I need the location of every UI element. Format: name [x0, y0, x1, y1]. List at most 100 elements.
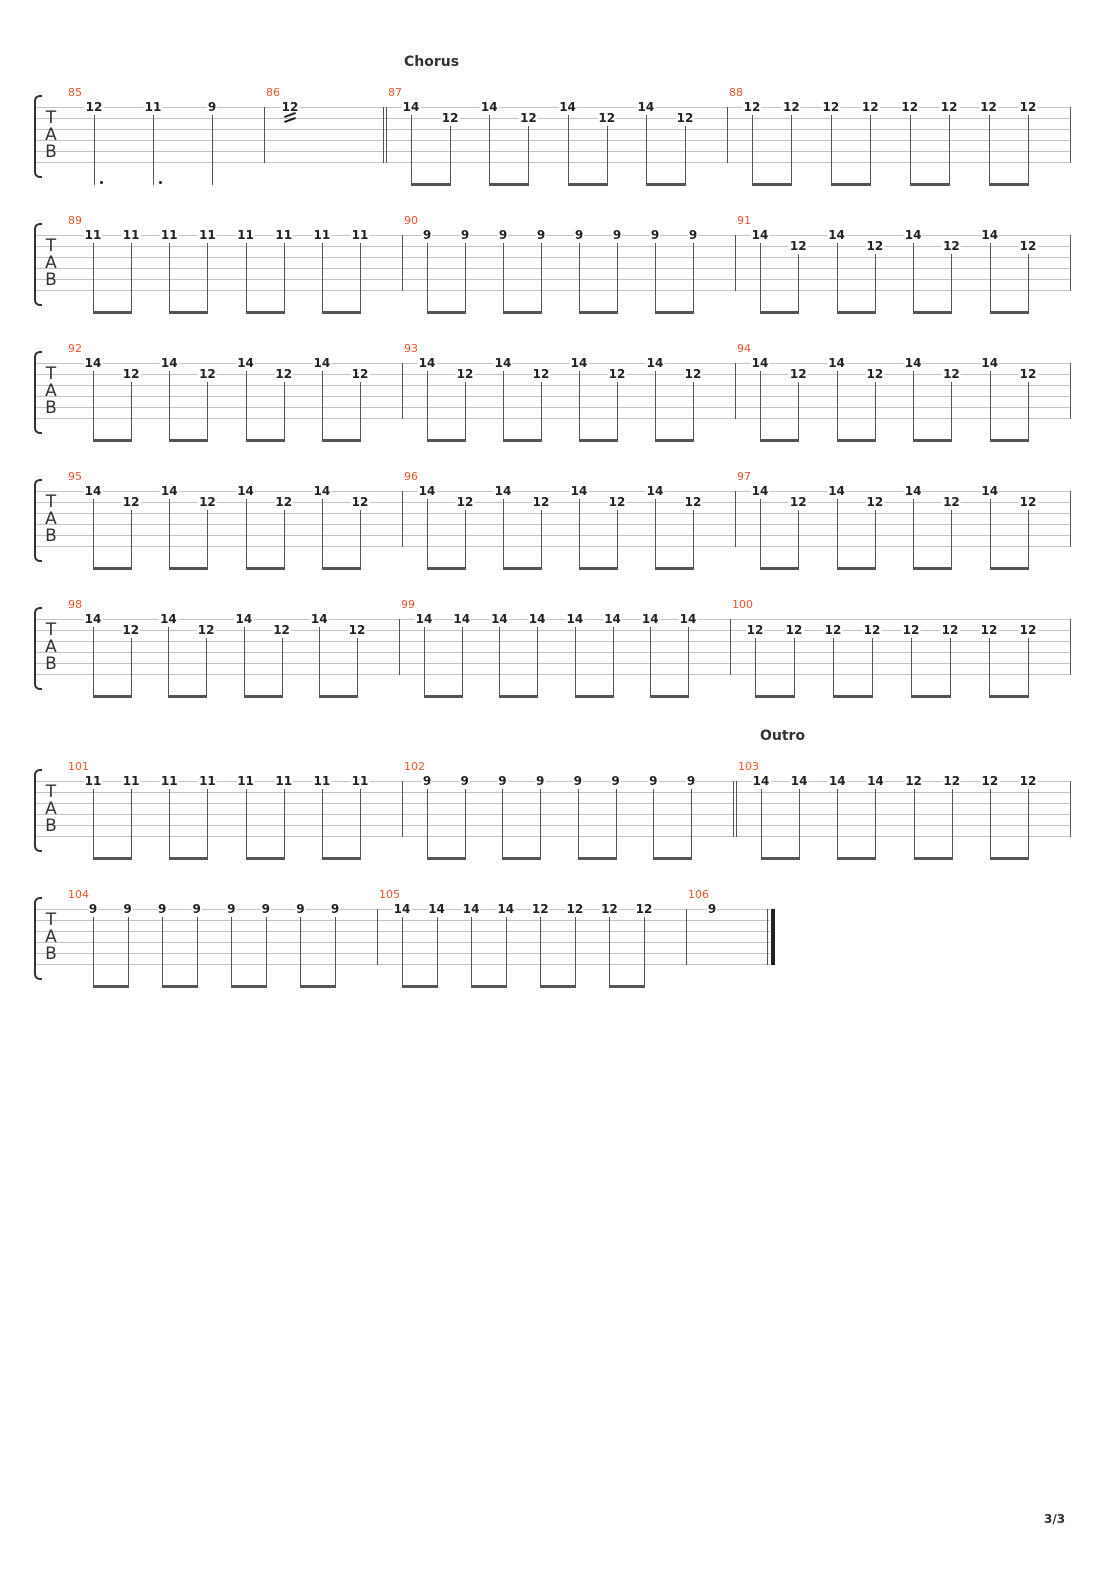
note-beam	[913, 567, 952, 570]
fret-number: 11	[312, 228, 332, 242]
fret-number: 9	[191, 902, 202, 916]
note-stem	[752, 115, 753, 185]
fret-number: 9	[610, 774, 621, 788]
measure-number: 86	[266, 86, 280, 99]
note-stem	[990, 789, 991, 859]
barline-end	[1070, 491, 1071, 547]
fret-number: 12	[519, 111, 538, 125]
system-bracket	[34, 95, 42, 178]
fret-number: 9	[226, 902, 237, 916]
note-beam	[913, 311, 952, 314]
note-stem	[322, 371, 323, 441]
staff-line	[36, 279, 1070, 280]
note-stem	[282, 638, 283, 697]
note-stem	[613, 627, 614, 697]
note-stem	[503, 243, 504, 313]
note-stem	[914, 789, 915, 859]
note-beam	[761, 857, 800, 860]
note-stem	[1028, 382, 1029, 441]
staff-line	[36, 814, 1070, 815]
fret-number: 14	[558, 100, 577, 114]
note-stem	[578, 789, 579, 859]
staff-line	[36, 235, 1070, 236]
measure-number: 102	[404, 760, 425, 773]
tab-clef-letter: T	[45, 782, 57, 802]
fret-number: 9	[685, 774, 697, 788]
note-stem	[951, 510, 952, 569]
note-stem	[131, 789, 132, 859]
note-beam	[650, 695, 689, 698]
note-stem	[499, 627, 500, 697]
note-stem	[162, 917, 163, 987]
note-beam	[760, 311, 799, 314]
note-stem	[951, 254, 952, 313]
fret-number: 12	[1018, 367, 1038, 381]
staff-line	[36, 781, 1070, 782]
fret-number: 11	[198, 774, 217, 788]
fret-number: 12	[683, 495, 703, 509]
note-beam	[655, 439, 694, 442]
note-stem	[231, 917, 232, 987]
note-stem	[131, 638, 132, 697]
note-stem	[691, 789, 692, 859]
note-beam	[319, 695, 358, 698]
note-beam	[427, 311, 466, 314]
note-stem	[335, 917, 336, 987]
measure-number: 101	[68, 760, 89, 773]
note-stem	[910, 115, 911, 185]
fret-number: 11	[83, 228, 103, 242]
staff-line	[36, 140, 1070, 141]
fret-number: 14	[83, 484, 103, 498]
tab-clef-letter: A	[45, 125, 57, 145]
note-beam	[300, 985, 336, 988]
fret-number: 12	[901, 623, 921, 637]
note-stem	[322, 789, 323, 859]
fret-number: 12	[274, 495, 294, 509]
fret-number: 14	[417, 484, 437, 498]
fret-number: 12	[900, 100, 920, 114]
fret-number: 9	[421, 228, 433, 242]
fret-number: 14	[750, 356, 770, 370]
note-stem	[131, 510, 132, 569]
note-stem	[246, 789, 247, 859]
note-stem	[833, 638, 834, 697]
staccato-dot	[100, 181, 103, 184]
fret-number: 12	[788, 367, 808, 381]
fret-number: 12	[272, 623, 291, 637]
fret-number: 14	[827, 356, 846, 370]
measure-number: 106	[688, 888, 709, 901]
note-stem	[989, 115, 990, 185]
measure-number: 99	[401, 598, 415, 611]
fret-number: 9	[706, 902, 718, 916]
note-stem	[360, 243, 361, 313]
note-stem	[169, 371, 170, 441]
tab-clef-letter: B	[45, 944, 57, 964]
fret-number: 12	[597, 111, 617, 125]
system-bracket	[34, 897, 42, 980]
double-barline	[733, 781, 734, 837]
note-stem	[94, 115, 95, 185]
note-stem	[169, 243, 170, 313]
fret-number: 12	[280, 100, 300, 114]
fret-number: 12	[939, 100, 959, 114]
staff-line	[36, 407, 1070, 408]
note-stem	[266, 917, 267, 987]
fret-number: 9	[649, 228, 661, 242]
note-stem	[465, 243, 466, 313]
note-beam	[760, 567, 799, 570]
note-stem	[875, 254, 876, 313]
fret-number: 12	[347, 623, 367, 637]
fret-number: 12	[742, 100, 762, 114]
note-stem	[798, 254, 799, 313]
note-beam	[427, 857, 466, 860]
note-beam	[162, 985, 198, 988]
note-beam	[578, 857, 617, 860]
note-stem	[655, 371, 656, 441]
fret-number: 9	[87, 902, 99, 916]
fret-number: 14	[493, 484, 513, 498]
fret-number: 14	[866, 774, 885, 788]
note-stem	[760, 499, 761, 569]
